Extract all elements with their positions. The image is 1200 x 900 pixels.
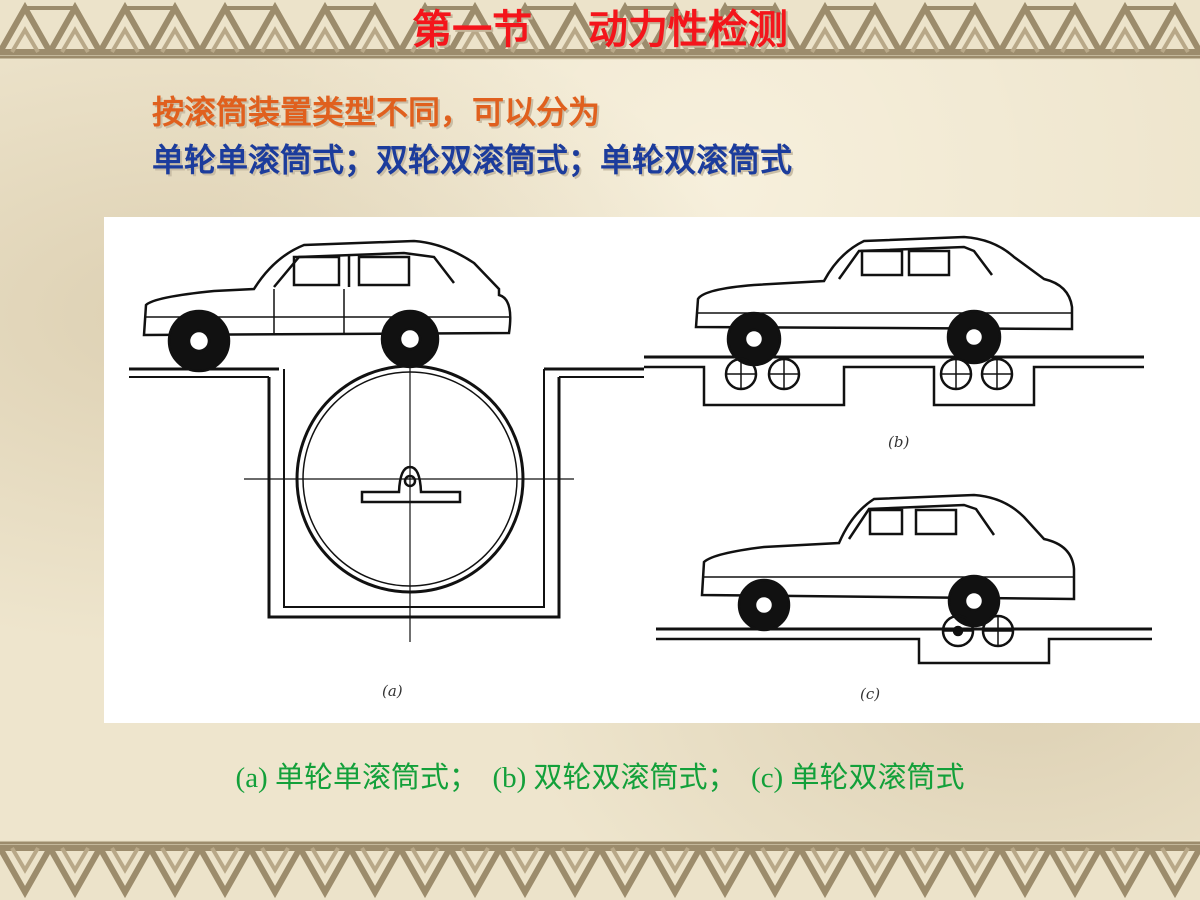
bottom-decorative-border xyxy=(0,840,1200,900)
diagram-b-double-roller xyxy=(644,235,1144,407)
label-c: (c) xyxy=(860,685,880,703)
diagram-c-single-wheel-double-roller xyxy=(656,493,1152,665)
slide-title: 第一节 动力性检测 xyxy=(412,6,788,53)
top-decorative-border xyxy=(0,0,1200,60)
label-a: (a) xyxy=(382,682,403,700)
subtitle-line-2: 单轮单滚筒式；双轮双滚筒式；单轮双滚筒式 xyxy=(152,141,793,179)
roller-types-figure: (a) (b) (c) xyxy=(104,217,1200,723)
diagram-a-single-roller xyxy=(129,239,644,642)
figure-caption: (a) 单轮单滚筒式； (b) 双轮双滚筒式； (c) 单轮双滚筒式 xyxy=(235,762,965,794)
subtitle-line-1: 按滚筒装置类型不同，可以分为 xyxy=(152,93,601,131)
label-b: (b) xyxy=(888,433,909,451)
